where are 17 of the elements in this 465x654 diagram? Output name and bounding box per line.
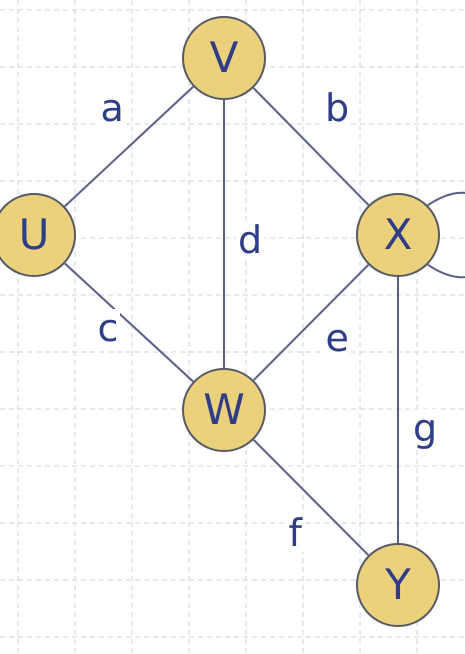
- vertex-label: W: [203, 389, 245, 431]
- edge-line: [252, 87, 370, 206]
- vertex-label: U: [18, 214, 50, 256]
- edge-label: g: [411, 409, 440, 447]
- edge-label: d: [236, 221, 264, 259]
- edge-line: [64, 86, 194, 208]
- vertex-label: Y: [385, 564, 411, 606]
- edge-line: [252, 439, 370, 556]
- vertex-label: X: [384, 214, 412, 256]
- vertex-circle: [182, 368, 266, 452]
- edge-line: [252, 264, 370, 381]
- edge-label: f: [286, 514, 304, 552]
- loop-edge: [427, 192, 465, 278]
- edge-line: [64, 262, 194, 382]
- edge-line: [397, 277, 399, 543]
- edge-line: [223, 100, 225, 368]
- vertex-label: V: [210, 37, 238, 79]
